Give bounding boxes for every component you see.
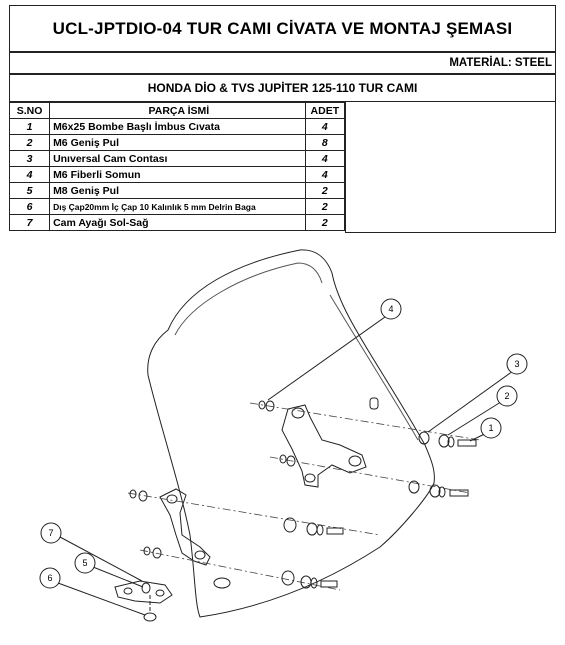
row-sno: 4: [8, 166, 51, 183]
row-sno: 1: [8, 118, 51, 135]
row-qty: 4: [304, 150, 346, 167]
row-part: M8 Geniş Pul: [49, 182, 306, 199]
callout-6: [39, 567, 61, 589]
hardware-row-1: [258, 400, 477, 448]
windshield-slot: [369, 397, 379, 410]
row-qty: 2: [304, 214, 346, 231]
table-row: 3 Unıversal Cam Contası 4: [8, 150, 346, 167]
header-part: PARÇA İSMİ: [49, 102, 306, 119]
cam-foot: [114, 580, 173, 604]
callout-3: [506, 353, 528, 375]
row-qty: 8: [304, 134, 346, 151]
table-row: 5 M8 Geniş Pul 2: [8, 182, 346, 199]
windshield-outline: [147, 249, 435, 618]
model-label: HONDA DİO & TVS JUPİTER 125-110 TUR CAMI: [9, 74, 556, 102]
callout-5: [74, 552, 96, 574]
row-part: Cam Ayağı Sol-Sağ: [49, 214, 306, 231]
callout-6-label: 6: [47, 573, 52, 583]
table-row: 1 M6x25 Bombe Başlı İmbus Cıvata 4: [8, 118, 346, 135]
row-sno: 5: [8, 182, 51, 199]
header-qty: ADET: [304, 102, 346, 119]
table-row: 6 Dış Çap20mm İç Çap 10 Kalınlık 5 mm De…: [8, 198, 346, 215]
row-part: Dış Çap20mm İç Çap 10 Kalınlık 5 mm Delr…: [49, 198, 306, 215]
right-bracket: [281, 404, 367, 488]
row-part: Unıversal Cam Contası: [49, 150, 306, 167]
row-part: M6 Geniş Pul: [49, 134, 306, 151]
table-header-row: S.NO PARÇA İSMİ ADET: [8, 102, 346, 119]
callout-1-label: 1: [488, 423, 493, 433]
hardware-row-2: [279, 454, 469, 498]
callout-7-label: 7: [48, 528, 53, 538]
callout-2-label: 2: [504, 391, 509, 401]
row-part: M6 Fiberli Somun: [49, 166, 306, 183]
callout-4-label: 4: [388, 304, 393, 314]
callout-7: [40, 522, 62, 544]
callout-5-label: 5: [82, 558, 87, 568]
callout-1: [480, 417, 502, 439]
table-row: 4 M6 Fiberli Somun 4: [8, 166, 346, 183]
row-sno: 3: [8, 150, 51, 167]
row-qty: 4: [304, 118, 346, 135]
header-sno: S.NO: [8, 102, 51, 119]
material-label: MATERİAL: STEEL: [9, 52, 556, 74]
row-sno: 7: [8, 214, 51, 231]
row-part: M6x25 Bombe Başlı İmbus Cıvata: [49, 118, 306, 135]
hardware-row-3: [129, 489, 344, 536]
sheet-title: UCL-JPTDIO-04 TUR CAMI CİVATA VE MONTAJ …: [9, 5, 556, 52]
assembly-drawing: 1 2 3 4 5 6 7: [39, 249, 528, 622]
table-blank-area: [345, 102, 556, 233]
parts-sheet: UCL-JPTDIO-04 TUR CAMI CİVATA VE MONTAJ …: [8, 5, 556, 233]
callout-2: [496, 385, 518, 407]
windshield-slot: [213, 577, 231, 589]
row-sno: 6: [8, 198, 51, 215]
row-qty: 2: [304, 182, 346, 199]
row-sno: 2: [8, 134, 51, 151]
hardware-row-4: [143, 546, 338, 589]
table-row: 7 Cam Ayağı Sol-Sağ 2: [8, 214, 346, 231]
row-qty: 4: [304, 166, 346, 183]
parts-table: S.NO PARÇA İSMİ ADET 1 M6x25 Bombe Başlı…: [8, 102, 346, 231]
row-qty: 2: [304, 198, 346, 215]
left-bracket: [159, 488, 211, 566]
callout-4: [380, 298, 402, 320]
table-row: 2 M6 Geniş Pul 8: [8, 134, 346, 151]
callout-3-label: 3: [514, 359, 519, 369]
